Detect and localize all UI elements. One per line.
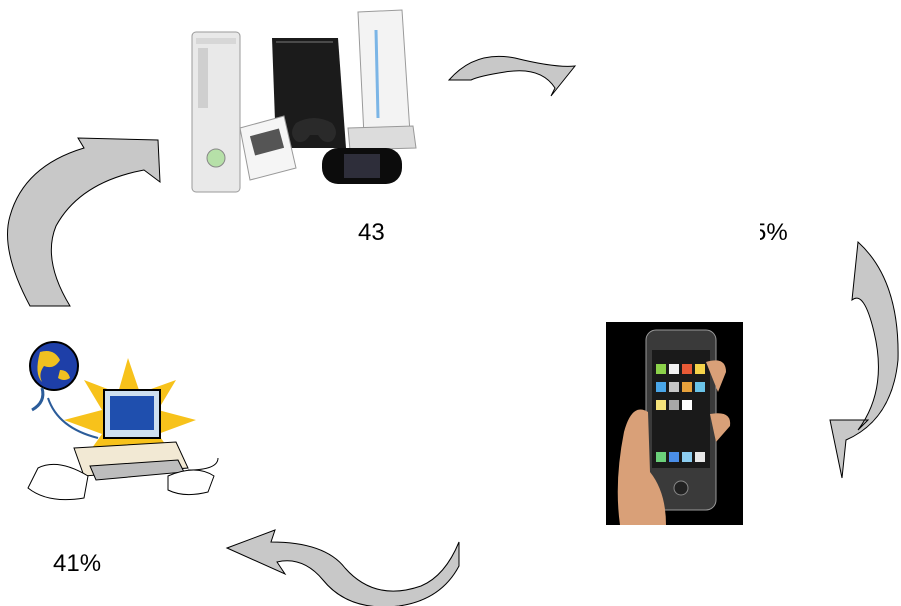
curved-arrow-bottom	[225, 528, 465, 606]
curved-arrow-right	[828, 240, 901, 485]
game-consoles-image	[188, 8, 420, 193]
smartphone-image	[606, 322, 743, 525]
consoles-percent-label: 43	[358, 221, 385, 245]
curved-arrow-left	[0, 130, 170, 310]
computer-image	[18, 338, 228, 528]
curved-arrow-top	[445, 50, 585, 105]
smartphone-percent-label: 5%	[760, 221, 788, 245]
smartphone-percent-clip: 5%	[760, 221, 810, 251]
computer-percent-label: 41%	[53, 552, 101, 576]
